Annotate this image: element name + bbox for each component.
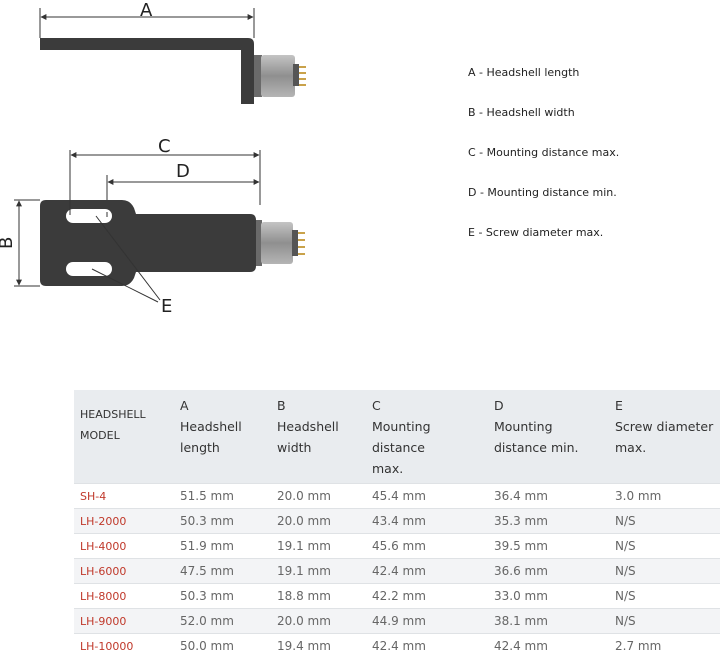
cell-value: 20.0 mm — [271, 509, 366, 534]
cell-value: 45.4 mm — [366, 484, 488, 509]
cell-value: N/S — [609, 584, 720, 609]
cell-value: 42.4 mm — [366, 559, 488, 584]
connector-side — [254, 55, 262, 97]
cell-value: 19.1 mm — [271, 534, 366, 559]
cell-value: 51.9 mm — [174, 534, 271, 559]
cell-value: N/S — [609, 534, 720, 559]
cell-model: LH-8000 — [74, 584, 174, 609]
cell-value: 42.2 mm — [366, 584, 488, 609]
header-e: E Screw diameter max. — [609, 390, 720, 484]
cell-value: 50.3 mm — [174, 584, 271, 609]
cell-value: 3.0 mm — [609, 484, 720, 509]
cell-value: 42.4 mm — [366, 634, 488, 658]
cell-value: 42.4 mm — [488, 634, 609, 658]
cell-value: 19.4 mm — [271, 634, 366, 658]
cell-value: N/S — [609, 609, 720, 634]
cell-value: 19.1 mm — [271, 559, 366, 584]
cell-model: LH-10000 — [74, 634, 174, 658]
header-model: HEADSHELL MODEL — [74, 390, 174, 484]
cell-value: 20.0 mm — [271, 609, 366, 634]
cell-value: 50.3 mm — [174, 509, 271, 534]
cell-value: 52.0 mm — [174, 609, 271, 634]
cell-value: 38.1 mm — [488, 609, 609, 634]
cell-value: 20.0 mm — [271, 484, 366, 509]
cell-value: 47.5 mm — [174, 559, 271, 584]
cell-value: 39.5 mm — [488, 534, 609, 559]
cell-value: 18.8 mm — [271, 584, 366, 609]
dimension-d-label: D — [176, 161, 190, 182]
cell-model: LH-2000 — [74, 509, 174, 534]
cell-value: 45.6 mm — [366, 534, 488, 559]
cell-value: 35.3 mm — [488, 509, 609, 534]
header-c: C Mounting distance max. — [366, 390, 488, 484]
cell-value: 33.0 mm — [488, 584, 609, 609]
header-b: B Headshell width — [271, 390, 366, 484]
legend-item-a: A - Headshell length — [468, 64, 619, 104]
cell-model: LH-6000 — [74, 559, 174, 584]
legend-item-b: B - Headshell width — [468, 104, 619, 144]
cell-model: LH-9000 — [74, 609, 174, 634]
cell-value: 44.9 mm — [366, 609, 488, 634]
cell-value: 36.6 mm — [488, 559, 609, 584]
dimension-legend: A - Headshell length B - Headshell width… — [468, 64, 619, 264]
cell-model: LH-4000 — [74, 534, 174, 559]
cell-value: 51.5 mm — [174, 484, 271, 509]
cell-value: 50.0 mm — [174, 634, 271, 658]
cell-value: 36.4 mm — [488, 484, 609, 509]
side-view: A — [40, 0, 306, 104]
cell-value: 2.7 mm — [609, 634, 720, 658]
cell-value: N/S — [609, 559, 720, 584]
table-header-row: HEADSHELL MODEL A Headshell length B Hea… — [74, 390, 720, 484]
top-view: C D B E — [0, 136, 305, 317]
legend-item-e: E - Screw diameter max. — [468, 224, 619, 264]
mounting-slot-lower — [66, 262, 112, 276]
cell-value: 43.4 mm — [366, 509, 488, 534]
dimension-c-label: C — [158, 136, 171, 157]
header-a: A Headshell length — [174, 390, 271, 484]
legend-item-c: C - Mounting distance max. — [468, 144, 619, 184]
dimension-b-label: B — [0, 237, 17, 249]
dimension-a-label: A — [140, 0, 153, 21]
cell-value: N/S — [609, 509, 720, 534]
legend-item-d: D - Mounting distance min. — [468, 184, 619, 224]
cell-model: SH-4 — [74, 484, 174, 509]
mounting-slot-upper — [66, 209, 112, 223]
headshell-side-body — [40, 38, 254, 104]
specifications-table: HEADSHELL MODEL A Headshell length B Hea… — [74, 390, 720, 658]
header-d: D Mounting distance min. — [488, 390, 609, 484]
dimension-e-label: E — [161, 296, 172, 317]
